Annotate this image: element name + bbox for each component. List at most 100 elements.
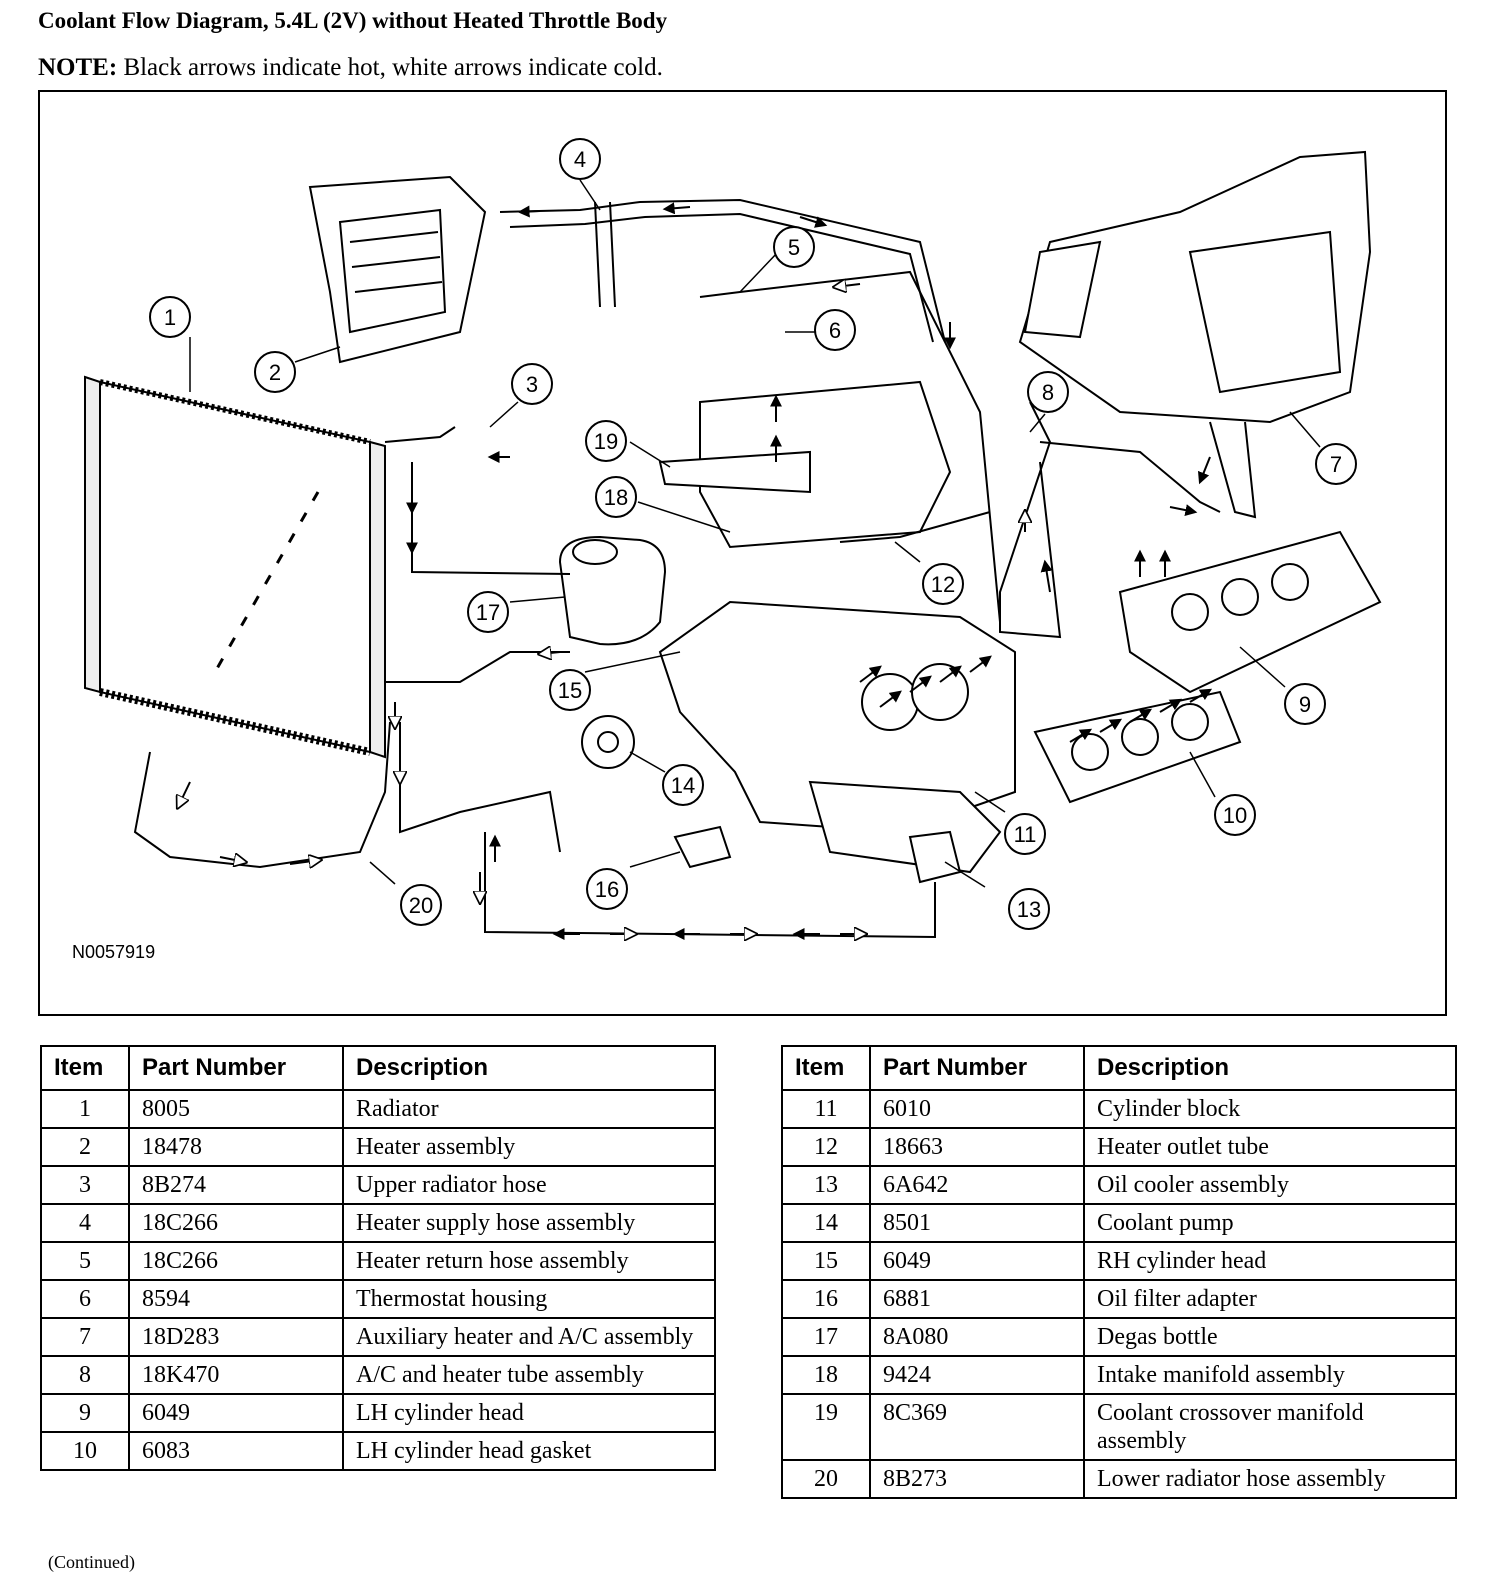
description-cell: Degas bottle [1083, 1317, 1457, 1357]
description-cell: Upper radiator hose [342, 1165, 716, 1205]
header-part-number: Part Number [869, 1045, 1085, 1091]
part-number-cell: 18C266 [128, 1241, 344, 1281]
callout-20: 20 [409, 893, 433, 918]
diagram-drawing: 1 2 3 4 5 6 7 8 9 10 11 12 13 14 15 16 1… [72, 138, 1382, 962]
part-number-cell: 8A080 [869, 1317, 1085, 1357]
description-cell: LH cylinder head [342, 1393, 716, 1433]
part-number-cell: 8B274 [128, 1165, 344, 1205]
callout-3: 3 [526, 372, 538, 397]
item-cell: 8 [40, 1355, 130, 1395]
item-cell: 9 [40, 1393, 130, 1433]
figure-id: N0057919 [72, 942, 155, 962]
continued-note: (Continued) [48, 1552, 135, 1572]
part-number-cell: 6881 [869, 1279, 1085, 1319]
item-cell: 3 [40, 1165, 130, 1205]
callout-1: 1 [164, 305, 176, 330]
item-cell: 20 [781, 1459, 871, 1499]
description-cell: Heater supply hose assembly [342, 1203, 716, 1243]
header-item: Item [40, 1045, 130, 1091]
part-number-cell: 18D283 [128, 1317, 344, 1357]
header-item: Item [781, 1045, 871, 1091]
description-cell: Thermostat housing [342, 1279, 716, 1319]
description-cell: Intake manifold assembly [1083, 1355, 1457, 1395]
callout-16: 16 [595, 877, 619, 902]
degas-bottle-drawing [558, 535, 667, 646]
part-number-cell: 8005 [128, 1089, 344, 1129]
part-number-cell: 18663 [869, 1127, 1085, 1167]
item-cell: 14 [781, 1203, 871, 1243]
item-cell: 5 [40, 1241, 130, 1281]
part-number-cell: 6049 [128, 1393, 344, 1433]
engine-drawing [658, 530, 1382, 874]
page-title: Coolant Flow Diagram, 5.4L (2V) without … [38, 8, 668, 33]
description-cell: Oil cooler assembly [1083, 1165, 1457, 1205]
description-cell: Coolant crossover manifold assembly [1083, 1393, 1457, 1461]
description-cell: Coolant pump [1083, 1203, 1457, 1243]
note-label: NOTE: [38, 54, 118, 81]
leader-lines [189, 179, 1321, 888]
item-cell: 6 [40, 1279, 130, 1319]
table-header-row: Item Part Number Description [40, 1045, 716, 1091]
aux-heater-drawing [1018, 150, 1372, 519]
description-cell: Heater assembly [342, 1127, 716, 1167]
item-cell: 4 [40, 1203, 130, 1243]
callout-19: 19 [594, 429, 618, 454]
item-cell: 10 [40, 1431, 130, 1471]
callout-12: 12 [931, 572, 955, 597]
callout-4: 4 [574, 147, 586, 172]
heater-assembly-drawing [308, 175, 487, 364]
intake-manifold-drawing [658, 380, 952, 549]
item-cell: 1 [40, 1089, 130, 1129]
callout-14: 14 [671, 773, 695, 798]
note-line: NOTE: Black arrows indicate hot, white a… [38, 54, 663, 82]
part-number-cell: 8C369 [869, 1393, 1085, 1461]
part-number-cell: 18K470 [128, 1355, 344, 1395]
item-cell: 2 [40, 1127, 130, 1167]
part-number-cell: 8501 [869, 1203, 1085, 1243]
item-cell: 7 [40, 1317, 130, 1357]
item-cell: 17 [781, 1317, 871, 1357]
header-part-number: Part Number [128, 1045, 344, 1091]
radiator-drawing [84, 375, 386, 759]
callout-10: 10 [1223, 803, 1247, 828]
description-cell: Lower radiator hose assembly [1083, 1459, 1457, 1499]
oil-cooler-drawing [673, 825, 962, 884]
description-cell: Heater return hose assembly [342, 1241, 716, 1281]
description-cell: LH cylinder head gasket [342, 1431, 716, 1471]
description-cell: Cylinder block [1083, 1089, 1457, 1129]
callout-15: 15 [558, 678, 582, 703]
item-cell: 15 [781, 1241, 871, 1281]
part-number-cell: 6010 [869, 1089, 1085, 1129]
flow-arrows [178, 202, 1213, 934]
item-cell: 18 [781, 1355, 871, 1395]
callout-8: 8 [1042, 380, 1054, 405]
callout-labels: 1 2 3 4 5 6 7 8 9 10 11 12 13 14 15 16 1… [164, 147, 1342, 922]
callout-11: 11 [1014, 822, 1037, 847]
item-cell: 19 [781, 1393, 871, 1461]
part-number-cell: 18478 [128, 1127, 344, 1167]
part-number-cell: 6049 [869, 1241, 1085, 1281]
description-cell: Auxiliary heater and A/C assembly [342, 1317, 716, 1357]
header-description: Description [342, 1045, 716, 1091]
description-cell: A/C and heater tube assembly [342, 1355, 716, 1395]
description-cell: RH cylinder head [1083, 1241, 1457, 1281]
item-cell: 12 [781, 1127, 871, 1167]
